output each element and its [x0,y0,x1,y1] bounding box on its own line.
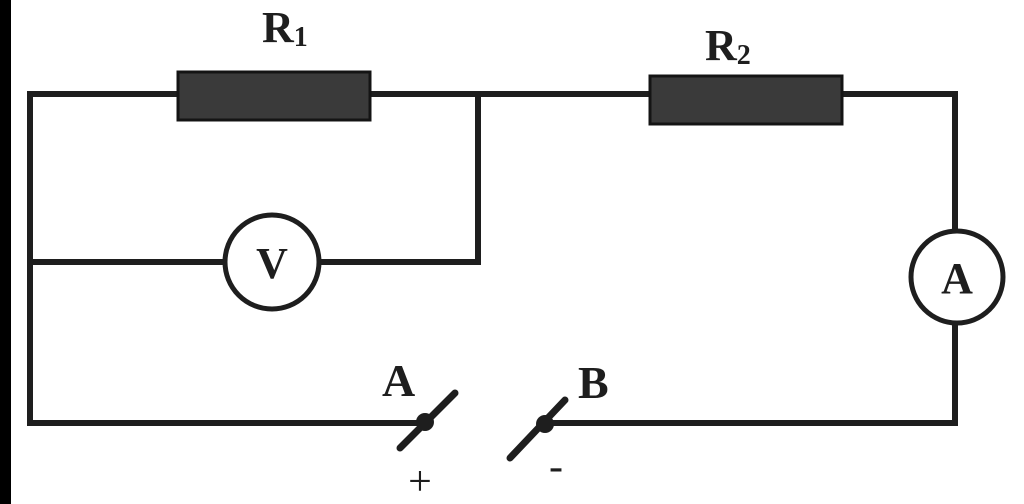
resistor-r1-subscript: 1 [294,22,308,53]
terminal-b-polarity: - [549,444,563,490]
ammeter-symbol: A [941,254,973,303]
terminal-b-label: B [578,357,609,408]
terminal-b-dot [536,415,554,433]
ammeter: A [908,228,1006,326]
resistor-r2: R2 [648,21,844,126]
voltmeter-symbol: V [256,239,288,288]
resistor-r1-letter: R [262,3,295,52]
resistor-r2-label: R2 [705,21,751,71]
resistor-r2-subscript: 2 [737,40,751,71]
voltmeter-circle [222,212,322,312]
voltmeter: V [222,212,322,312]
terminal-a-dot [416,413,434,431]
resistor-r1-body [176,70,372,122]
ammeter-circle [908,228,1006,326]
terminal-a: A + [382,355,459,504]
left-edge-bar [0,0,11,504]
resistor-r1: R1 [176,3,372,122]
terminal-b-lever [506,396,569,462]
resistor-r2-letter: R [705,21,738,70]
resistor-r2-body [648,74,844,126]
resistor-r1-label: R1 [262,3,308,53]
terminal-a-polarity: + [408,459,432,504]
terminal-b: B - [506,357,609,490]
terminal-a-label: A [382,355,415,406]
wires [27,91,958,426]
